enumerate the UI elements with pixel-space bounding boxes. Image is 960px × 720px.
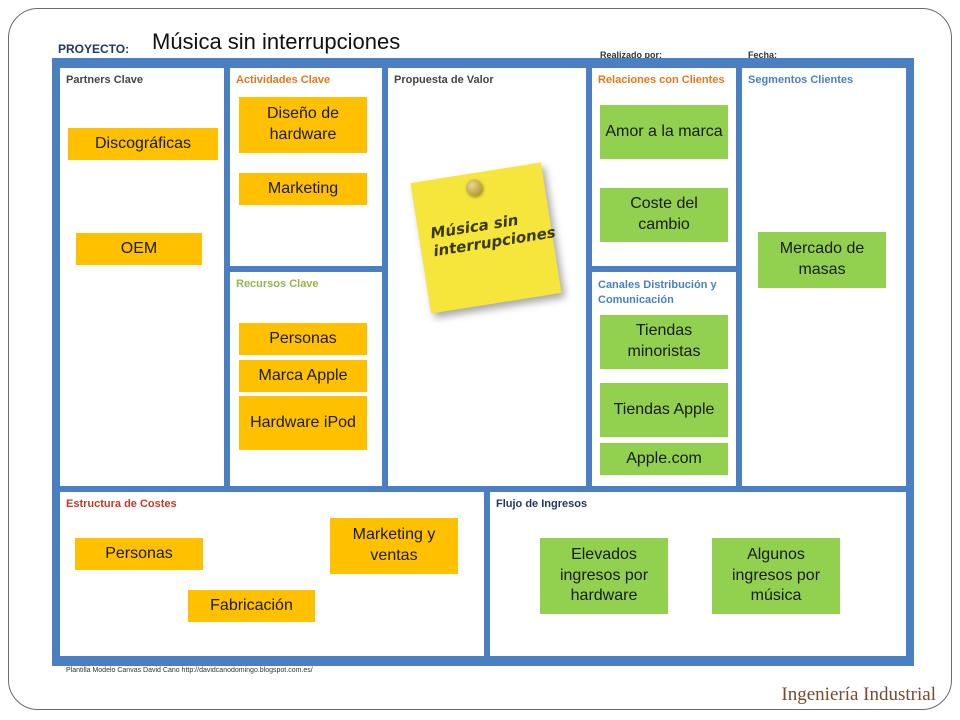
slide-frame bbox=[8, 8, 952, 710]
note-tiendas-minoristas: Tiendas minoristas bbox=[600, 315, 728, 369]
activities-title: Actividades Clave bbox=[236, 74, 331, 86]
note-mercado-masas: Mercado de masas bbox=[758, 232, 886, 288]
channels-title-line1: Canales Distribución y bbox=[598, 279, 717, 291]
segments-title: Segmentos Clientes bbox=[748, 74, 854, 86]
note-apple-com: Apple.com bbox=[600, 443, 728, 475]
template-credit: Plantilla Modelo Canvas David Cano http:… bbox=[66, 667, 313, 674]
note-discograficas: Discográficas bbox=[68, 128, 218, 160]
sticky-note-text: Música sin interrupciones bbox=[429, 210, 557, 261]
partners-title: Partners Clave bbox=[66, 74, 144, 86]
note-fabricacion: Fabricación bbox=[188, 590, 315, 622]
sticky-note: Música sin interrupciones bbox=[410, 162, 562, 314]
note-coste-cambio: Coste del cambio bbox=[600, 188, 728, 242]
note-ingresos-hardware: Elevados ingresos por hardware bbox=[540, 538, 668, 614]
date-label: Fecha: bbox=[748, 50, 778, 60]
made-by-label: Realizado por: bbox=[600, 50, 663, 60]
costs-title: Estructura de Costes bbox=[66, 498, 177, 510]
project-label: PROYECTO: bbox=[58, 42, 130, 56]
note-tiendas-apple: Tiendas Apple bbox=[600, 383, 728, 437]
page-title: Música sin interrupciones bbox=[152, 29, 401, 54]
costs-cell: Estructura de Costes bbox=[60, 492, 484, 656]
note-amor-marca: Amor a la marca bbox=[600, 105, 728, 159]
note-marketing-ventas: Marketing y ventas bbox=[330, 518, 458, 574]
value-title: Propuesta de Valor bbox=[394, 74, 494, 86]
channels-title-line2: Comunicación bbox=[598, 293, 674, 306]
note-marketing: Marketing bbox=[239, 173, 367, 205]
note-ingresos-musica: Algunos ingresos por música bbox=[712, 538, 840, 614]
resources-title: Recursos Clave bbox=[236, 278, 319, 290]
brand-footer: Ingeniería Industrial bbox=[781, 684, 936, 705]
note-personas-recursos: Personas bbox=[239, 323, 367, 355]
note-diseno-hardware: Diseño de hardware bbox=[239, 97, 367, 153]
relations-title: Relaciones con Clientes bbox=[598, 74, 725, 86]
channels-title: Canales Distribución y Comunicación bbox=[598, 278, 717, 308]
pushpin-icon bbox=[464, 178, 484, 197]
revenue-title: Flujo de Ingresos bbox=[496, 498, 588, 510]
note-personas-costes: Personas bbox=[75, 538, 203, 570]
note-marca-apple: Marca Apple bbox=[239, 360, 367, 392]
note-oem: OEM bbox=[76, 233, 202, 265]
note-hardware-ipod: Hardware iPod bbox=[239, 396, 367, 450]
